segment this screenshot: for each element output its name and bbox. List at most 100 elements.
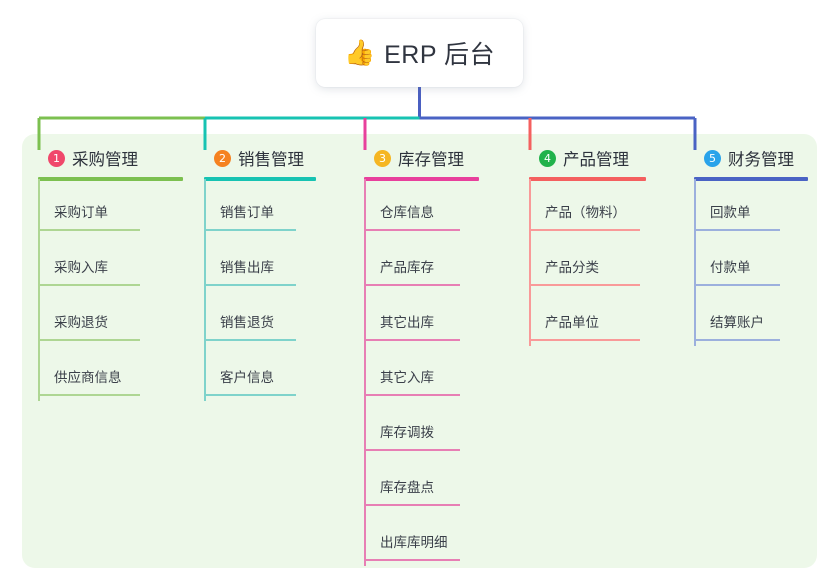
module-item-label: 产品（物料） — [545, 205, 626, 220]
root-title: ERP 后台 — [384, 41, 496, 69]
module-number-badge: 2 — [214, 149, 231, 167]
module-item-list: 产品（物料） 产品分类产品单位 — [529, 181, 646, 346]
module-item-underline — [364, 559, 460, 561]
module-column: 5 财务管理回款单付款单结算账户 — [694, 146, 808, 346]
module-item-label: 其它入库 — [380, 370, 434, 385]
module-column: 4 产品管理产品（物料） 产品分类产品单位 — [529, 146, 646, 346]
module-vertical-stem — [529, 179, 531, 346]
module-item-label: 结算账户 — [710, 315, 764, 330]
module-item-underline — [204, 394, 296, 396]
module-item-underline — [529, 229, 640, 231]
modules-panel — [22, 134, 817, 568]
module-item-list: 回款单付款单结算账户 — [694, 181, 808, 346]
module-item-underline — [364, 284, 460, 286]
module-vertical-stem — [364, 179, 366, 566]
root-node-card[interactable]: 👍 ERP 后台 — [316, 19, 523, 87]
module-item-underline — [204, 284, 296, 286]
module-item-label: 采购订单 — [54, 205, 108, 220]
module-item[interactable]: 付款单 — [694, 236, 808, 291]
module-number-badge: 4 — [539, 149, 556, 167]
module-item[interactable]: 其它出库 — [364, 291, 479, 346]
module-item-underline — [694, 339, 780, 341]
module-item-underline — [38, 394, 140, 396]
module-column: 3 库存管理仓库信息产品库存其它出库其它入库库存调拨库存盘点出库库明细 — [364, 146, 479, 566]
module-item[interactable]: 销售订单 — [204, 181, 316, 236]
module-item[interactable]: 供应商信息 — [38, 346, 183, 401]
module-number-badge: 3 — [374, 149, 391, 167]
module-header[interactable]: 2 销售管理 — [204, 146, 316, 170]
module-item-underline — [529, 284, 640, 286]
module-item[interactable]: 采购订单 — [38, 181, 183, 236]
module-header-underline — [204, 177, 316, 181]
module-item-label: 产品库存 — [380, 260, 434, 275]
module-header[interactable]: 5 财务管理 — [694, 146, 808, 170]
module-item-underline — [204, 229, 296, 231]
module-item-underline — [529, 339, 640, 341]
module-item-underline — [364, 504, 460, 506]
module-item-underline — [364, 449, 460, 451]
module-item-label: 采购入库 — [54, 260, 108, 275]
module-item[interactable]: 产品（物料） — [529, 181, 646, 236]
module-item[interactable]: 库存盘点 — [364, 456, 479, 511]
module-item-label: 产品单位 — [545, 315, 599, 330]
module-item-label: 销售出库 — [220, 260, 274, 275]
module-column: 1 采购管理采购订单采购入库采购退货供应商信息 — [38, 146, 183, 401]
module-item[interactable]: 采购入库 — [38, 236, 183, 291]
module-title: 销售管理 — [238, 151, 304, 169]
thumbs-up-icon: 👍 — [343, 38, 376, 67]
module-item-label: 采购退货 — [54, 315, 108, 330]
module-item-underline — [364, 339, 460, 341]
module-item-label: 出库库明细 — [380, 535, 448, 550]
module-item[interactable]: 客户信息 — [204, 346, 316, 401]
module-header-underline — [529, 177, 646, 181]
module-item-underline — [38, 284, 140, 286]
module-item-label: 库存调拨 — [380, 425, 434, 440]
module-vertical-stem — [38, 179, 40, 401]
module-item[interactable]: 结算账户 — [694, 291, 808, 346]
module-title: 采购管理 — [72, 151, 138, 169]
module-title: 财务管理 — [728, 151, 794, 169]
module-header[interactable]: 1 采购管理 — [38, 146, 183, 170]
module-item[interactable]: 出库库明细 — [364, 511, 479, 566]
module-header-underline — [38, 177, 183, 181]
module-item[interactable]: 仓库信息 — [364, 181, 479, 236]
module-header-underline — [364, 177, 479, 181]
module-item[interactable]: 销售出库 — [204, 236, 316, 291]
module-item[interactable]: 产品分类 — [529, 236, 646, 291]
module-column: 2 销售管理销售订单销售出库销售退货客户信息 — [204, 146, 316, 401]
module-vertical-stem — [694, 179, 696, 346]
module-header[interactable]: 4 产品管理 — [529, 146, 646, 170]
module-item-list: 销售订单销售出库销售退货客户信息 — [204, 181, 316, 401]
module-item-label: 客户信息 — [220, 370, 274, 385]
module-vertical-stem — [204, 179, 206, 401]
module-header[interactable]: 3 库存管理 — [364, 146, 479, 170]
module-item[interactable]: 其它入库 — [364, 346, 479, 401]
module-item-underline — [694, 229, 780, 231]
module-item[interactable]: 库存调拨 — [364, 401, 479, 456]
module-item-underline — [364, 394, 460, 396]
module-item-label: 销售订单 — [220, 205, 274, 220]
module-item[interactable]: 采购退货 — [38, 291, 183, 346]
module-item-underline — [38, 229, 140, 231]
module-item-label: 销售退货 — [220, 315, 274, 330]
module-item-label: 库存盘点 — [380, 480, 434, 495]
module-title: 产品管理 — [563, 151, 629, 169]
module-item-label: 仓库信息 — [380, 205, 434, 220]
module-item-underline — [204, 339, 296, 341]
module-item-label: 付款单 — [710, 260, 751, 275]
module-number-badge: 5 — [704, 149, 721, 167]
module-item-underline — [38, 339, 140, 341]
module-header-underline — [694, 177, 808, 181]
module-item-label: 供应商信息 — [54, 370, 122, 385]
module-item[interactable]: 产品单位 — [529, 291, 646, 346]
module-item[interactable]: 产品库存 — [364, 236, 479, 291]
module-item-list: 仓库信息产品库存其它出库其它入库库存调拨库存盘点出库库明细 — [364, 181, 479, 566]
module-title: 库存管理 — [398, 151, 464, 169]
module-item-label: 回款单 — [710, 205, 751, 220]
module-item-underline — [364, 229, 460, 231]
module-item[interactable]: 回款单 — [694, 181, 808, 236]
module-item-list: 采购订单采购入库采购退货供应商信息 — [38, 181, 183, 401]
module-number-badge: 1 — [48, 149, 65, 167]
module-item[interactable]: 销售退货 — [204, 291, 316, 346]
